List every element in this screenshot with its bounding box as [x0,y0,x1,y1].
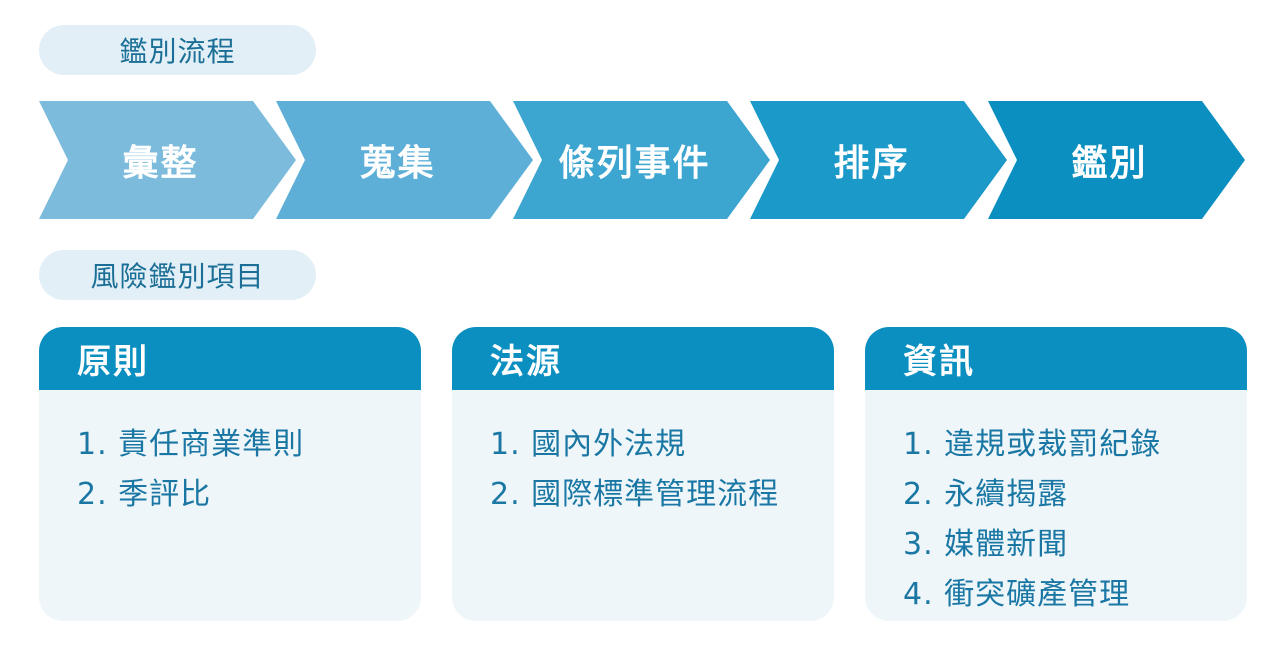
section-label-process-text: 鑑別流程 [119,35,236,68]
process-step-4-label: 排序 [833,143,910,184]
process-step-2-label: 蒐集 [359,143,436,184]
step-arrow-shape [988,101,1245,219]
process-step-2: 蒐集 [276,101,533,219]
card-principles-title: 原則 [39,327,421,390]
card-legal-sources: 法源 1. 國內外法規 2. 國際標準管理流程 [452,327,834,621]
section-label-process: 鑑別流程 [39,25,316,75]
card-principles: 原則 1. 責任商業準則 2. 季評比 [39,327,421,621]
list-item: 2. 國際標準管理流程 [490,477,780,512]
process-step-1: 彙整 [39,101,296,219]
process-step-1-label: 彙整 [122,143,199,184]
process-step-3-label: 條列事件 [558,143,711,184]
step-arrow-shape [276,101,533,219]
card-information-list: 1. 違規或裁罰紀錄 2. 永續揭露 3. 媒體新聞 4. 衝突礦產管理 [865,390,1247,620]
card-information: 資訊 1. 違規或裁罰紀錄 2. 永續揭露 3. 媒體新聞 4. 衝突礦產管理 [865,327,1247,621]
step-arrow-shape [513,101,770,219]
process-step-4: 排序 [750,101,1007,219]
card-legal-sources-list: 1. 國內外法規 2. 國際標準管理流程 [452,390,834,520]
list-item: 2. 季評比 [77,477,212,512]
step-arrow-shape [750,101,1007,219]
card-principles-list: 1. 責任商業準則 2. 季評比 [39,390,421,520]
list-item: 1. 國內外法規 [490,427,687,462]
process-step-5: 鑑別 [988,101,1245,219]
process-flow: 彙整 蒐集 條列事件 排序 鑑別 [0,101,1278,219]
section-label-items-text: 風險鑑別項目 [90,260,265,293]
list-item: 4. 衝突礦產管理 [903,577,1131,612]
process-step-5-label: 鑑別 [1071,143,1148,184]
list-item: 1. 責任商業準則 [77,427,305,462]
list-item: 3. 媒體新聞 [903,527,1069,562]
card-legal-sources-title: 法源 [452,327,834,390]
card-information-title: 資訊 [865,327,1247,390]
process-step-3: 條列事件 [513,101,770,219]
section-label-items: 風險鑑別項目 [39,250,316,300]
list-item: 2. 永續揭露 [903,477,1069,512]
list-item: 1. 違規或裁罰紀錄 [903,427,1162,462]
step-arrow-shape [39,101,296,219]
